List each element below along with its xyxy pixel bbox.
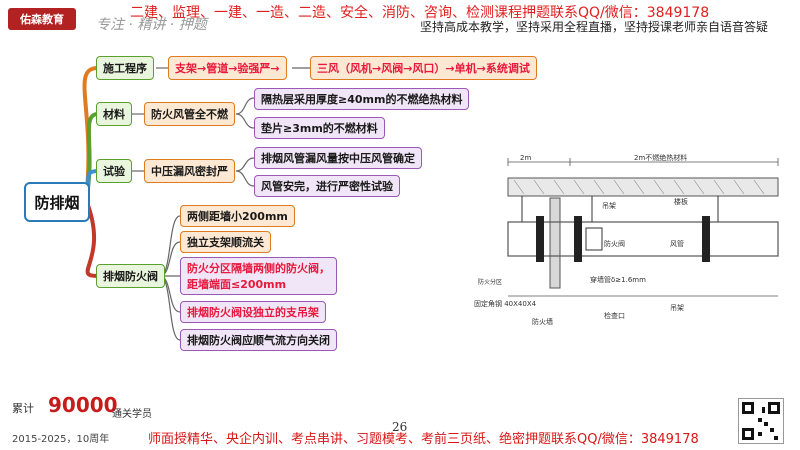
footer-count-prefix: 累计 [12, 402, 34, 415]
damper-item-4: 排烟防火阀设独立的支吊架 [180, 301, 326, 323]
procedure-step-1: 支架→管道→验强严→ [168, 56, 287, 80]
bolt-label: 穿墙管δ≥1.6mm [590, 275, 646, 284]
hanger2-label: 吊架 [670, 304, 684, 312]
dim-label-1: 2m [520, 154, 531, 162]
branch-testing: 试验 [96, 159, 132, 183]
qr-code-icon [738, 398, 784, 444]
flange-2 [574, 216, 582, 262]
materials-summary: 防火风管全不燃 [144, 102, 235, 126]
branch-materials: 材料 [96, 102, 132, 126]
materials-item-1: 隔热层采用厚度≥40mm的不燃绝热材料 [254, 88, 470, 110]
page-number: 26 [392, 420, 408, 434]
flange-3 [702, 216, 710, 262]
qr-pattern [742, 402, 780, 440]
wall-label: 防火墙 [532, 317, 553, 326]
port-label: 检查口 [604, 311, 625, 320]
damper-label: 防火阀 [604, 239, 625, 248]
mindmap-root: 防排烟 [24, 182, 90, 222]
materials-item-2: 垫片≥3mm的不燃材料 [254, 117, 385, 139]
hanger-label: 吊架 [602, 202, 616, 210]
slab-label: 楼板 [674, 197, 688, 206]
zone-label: 防火分区 [478, 278, 502, 286]
duct-label: 风管 [670, 239, 684, 248]
banner-slogan-line: 坚持高成本教学，坚持采用全程直播，坚持授课老师亲自语音答疑 [420, 20, 769, 34]
testing-summary: 中压漏风密封严 [144, 159, 235, 183]
footer-contact-line: 师面授精华、央企内训、考点串讲、习题模考、考前三页纸、绝密押题联系QQ/微信：3… [148, 432, 699, 447]
damper-item-3-line2: 距墙端面≤200mm [187, 278, 287, 291]
damper-item-2: 独立支架顺流关 [180, 231, 271, 253]
damper-body [585, 227, 603, 251]
testing-item-2: 风管安完，进行严密性试验 [254, 175, 400, 197]
footer-years: 2015-2025，10周年 [12, 434, 110, 445]
damper-item-3: 防火分区隔墙两侧的防火阀， 距墙端面≤200mm [180, 257, 337, 295]
top-banner [0, 0, 800, 40]
handwriting-slogan: 专注 · 精讲 · 押题 [96, 17, 207, 33]
floor-slab [507, 177, 779, 197]
branch-construction-procedure: 施工程序 [96, 56, 154, 80]
angle-label: 固定角钢 40X40X4 [474, 299, 537, 308]
footer-count-suffix: 通关学员 [112, 409, 152, 420]
damper-item-3-line1: 防火分区隔墙两侧的防火阀， [187, 262, 330, 275]
flange-1 [536, 216, 544, 262]
firewall [549, 197, 561, 289]
damper-item-5: 排烟防火阀应顺气流方向关闭 [180, 329, 337, 351]
footer-student-count: 90000 [48, 393, 118, 417]
damper-installation-drawing: 2m 2m不燃绝热材料 楼板 吊架 防火阀 风管 穿墙管δ≥1.6mm 固定角钢… [474, 153, 779, 326]
duct [507, 221, 779, 257]
dim-label-2: 2m不燃绝热材料 [634, 153, 687, 162]
branch-smoke-damper: 排烟防火阀 [96, 264, 165, 288]
banner-contact-line: 二建、监理、一建、一造、二造、安全、消防、咨询、检测课程押题联系QQ/微信：38… [130, 5, 710, 21]
brand-logo: 佑森教育 [8, 8, 76, 30]
procedure-step-2: 三风（风机→风阀→风口）→单机→系统调试 [310, 56, 537, 80]
testing-item-1: 排烟风管漏风量按中压风管确定 [254, 147, 422, 169]
damper-item-1: 两侧距墙小200mm [180, 205, 295, 227]
